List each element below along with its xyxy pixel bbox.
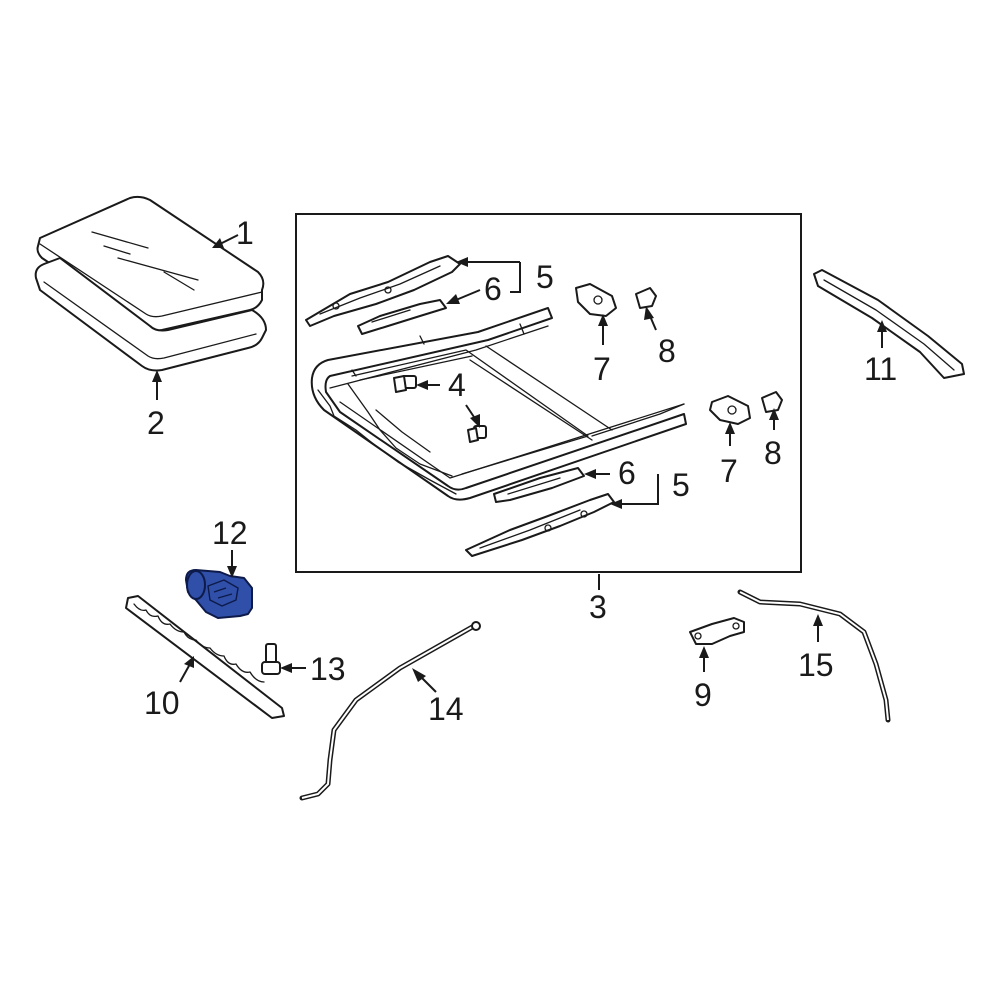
callout-5-lower: 5	[672, 467, 690, 503]
part-10-wind-deflector[interactable]	[125, 595, 285, 719]
callout-13: 13	[310, 651, 346, 687]
part-2-glass-seal[interactable]	[34, 257, 267, 372]
part-8-clip-upper[interactable]	[635, 287, 657, 309]
part-1-glass-panel[interactable]	[36, 195, 265, 332]
part-9-bracket[interactable]	[689, 617, 745, 645]
part-5-upper-rail[interactable]	[305, 255, 461, 327]
part-12-drive-motor[interactable]	[185, 569, 253, 619]
callout-3: 3	[589, 589, 607, 625]
part-6-lower-guide[interactable]	[493, 467, 585, 503]
part-13-bolt[interactable]	[261, 643, 281, 675]
callout-9: 9	[694, 677, 712, 713]
callout-8-lower: 8	[764, 435, 782, 471]
callout-12: 12	[212, 515, 248, 551]
callout-7-upper: 7	[593, 351, 611, 387]
callout-8-upper: 8	[658, 333, 676, 369]
part-8-clip-lower[interactable]	[761, 391, 783, 413]
callout-10: 10	[144, 685, 180, 721]
part-7-bracket-lower[interactable]	[709, 395, 751, 425]
leader-lines	[152, 234, 887, 693]
callout-4: 4	[448, 367, 466, 403]
callout-2: 2	[147, 405, 165, 441]
callout-6-upper: 6	[484, 271, 502, 307]
sunroof-frame[interactable]	[310, 307, 687, 501]
part-5-lower-rail[interactable]	[465, 493, 615, 557]
part-11-rear-rail[interactable]	[813, 269, 965, 379]
part-4-screw-upper[interactable]	[393, 375, 417, 393]
callout-6-lower: 6	[618, 455, 636, 491]
part-7-bracket-upper[interactable]	[575, 283, 617, 317]
callout-11: 11	[864, 351, 897, 387]
part-15-drain-hose[interactable]	[737, 589, 891, 723]
part-6-upper-guide[interactable]	[357, 299, 447, 335]
callout-5-upper: 5	[536, 259, 554, 295]
callout-labels: 1 2 3 4 5 6 6 5 7 8 7 8 9 10 11 12 13 14…	[144, 215, 897, 727]
part-14-drain-hose[interactable]	[299, 621, 481, 801]
callout-1: 1	[236, 215, 254, 251]
callout-15: 15	[798, 647, 834, 683]
part-4-screw-lower[interactable]	[467, 425, 487, 443]
callout-14: 14	[428, 691, 464, 727]
assembly-3-box	[295, 213, 802, 573]
callout-7-lower: 7	[720, 453, 738, 489]
